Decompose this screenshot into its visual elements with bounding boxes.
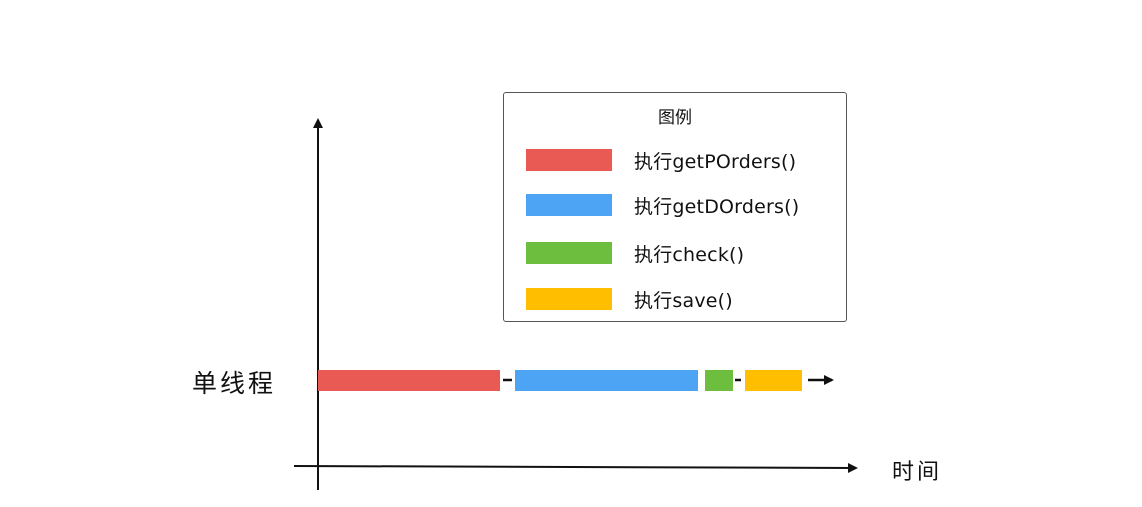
legend-item-check: 执行check() — [526, 241, 745, 266]
bar-getporders — [318, 370, 500, 391]
bar-save — [745, 370, 802, 391]
row-label-single-thread: 单线程 — [192, 369, 277, 398]
legend-label: 执行check() — [634, 243, 745, 266]
bar-getdorders — [515, 370, 698, 391]
legend-label: 执行getPOrders() — [634, 150, 797, 173]
legend-item-getporders: 执行getPOrders() — [526, 148, 797, 173]
legend-item-getdorders: 执行getDOrders() — [526, 193, 800, 218]
legend-swatch-yellow — [526, 288, 612, 310]
legend-swatch-blue — [526, 194, 612, 216]
legend-title: 图例 — [658, 108, 692, 128]
legend-swatch-green — [526, 242, 612, 264]
legend-label: 执行save() — [634, 289, 733, 312]
bar-check — [705, 370, 733, 391]
x-axis — [293, 462, 858, 473]
x-axis-label-time: 时间 — [892, 460, 943, 485]
legend-swatch-red — [526, 149, 612, 171]
legend-item-save: 执行save() — [526, 287, 733, 312]
legend-label: 执行getDOrders() — [634, 195, 800, 218]
legend: 图例 执行getPOrders() 执行getDOrders() 执行check… — [503, 92, 847, 322]
